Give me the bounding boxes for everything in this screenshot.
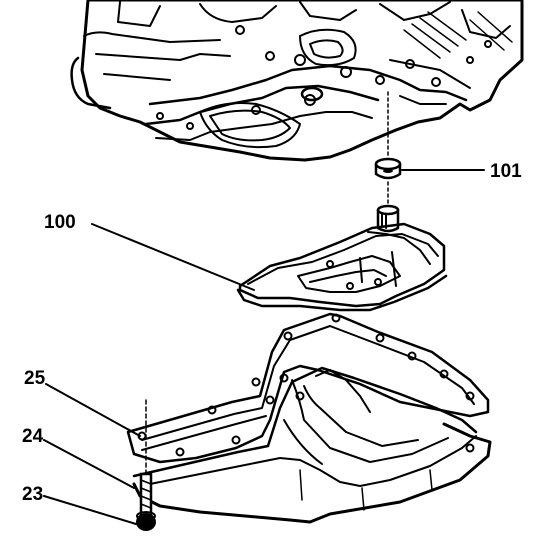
- pan-gasket: [126, 312, 490, 464]
- filter-seal: [374, 91, 402, 205]
- callout-101: 101: [490, 161, 522, 182]
- leader-24: [43, 439, 135, 489]
- oil-filter: [236, 204, 448, 312]
- transmission-case: [70, 0, 524, 162]
- leader-23: [43, 495, 137, 525]
- callout-25: 25: [24, 368, 46, 389]
- pan-bolt: [136, 399, 156, 531]
- callout-23: 23: [22, 484, 43, 505]
- leader-25: [45, 383, 141, 437]
- callout-100: 100: [44, 212, 76, 233]
- leader-lines: [43, 169, 485, 525]
- leader-100: [91, 223, 255, 291]
- oil-pan: [132, 366, 492, 524]
- callouts: 101 100 25 24 23: [22, 161, 522, 505]
- callout-24: 24: [22, 426, 44, 447]
